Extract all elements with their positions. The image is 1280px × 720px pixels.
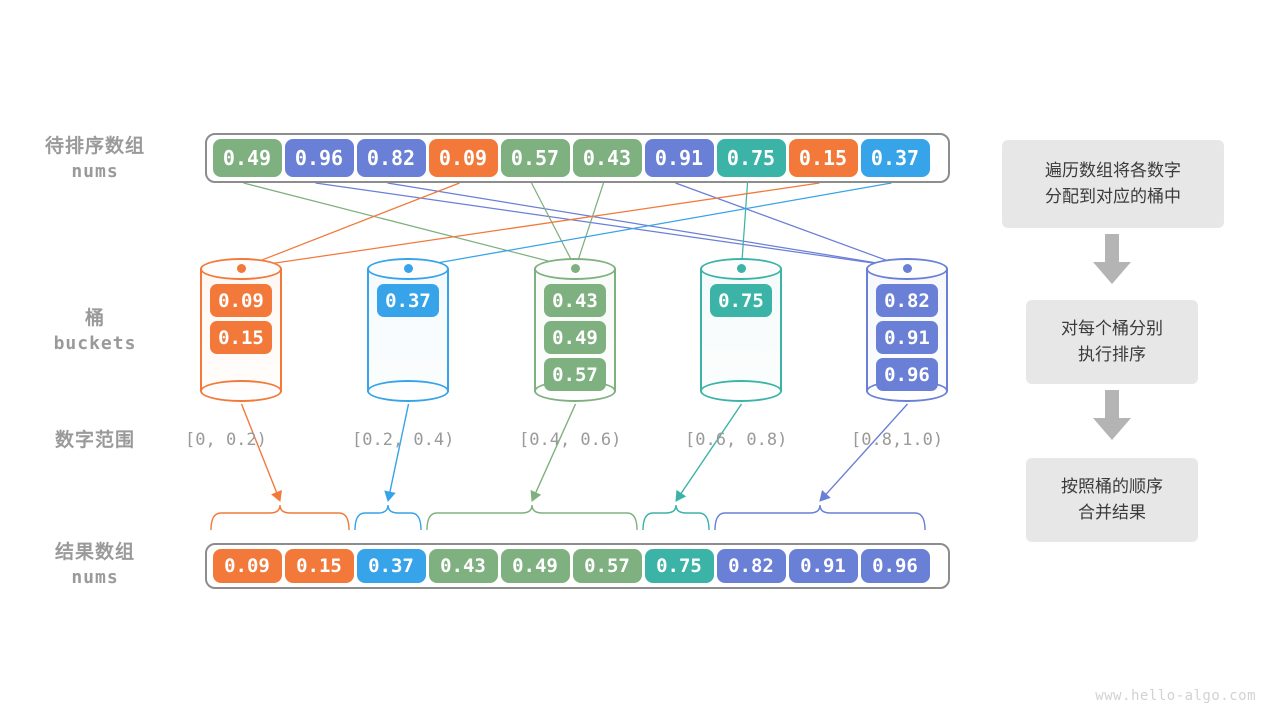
bucket-bottom-ellipse [367, 380, 449, 402]
result-arrow-head [675, 489, 687, 502]
bucket-anchor-dot [571, 264, 580, 273]
label-buckets-en: buckets [53, 332, 137, 354]
bucket-3: 0.43 0.49 0.57 [534, 258, 616, 402]
flow-step-3: 按照桶的顺序合并结果 [1026, 458, 1198, 542]
flow-step-line2: 执行排序 [1078, 345, 1146, 364]
label-result-array-cn: 结果数组 [54, 542, 135, 563]
input-array-cell: 0.37 [860, 139, 930, 177]
bucket-bottom-ellipse [200, 380, 282, 402]
label-number-range: 数字范围 [10, 428, 180, 454]
result-array-cell: 0.37 [356, 549, 426, 583]
bucket-anchor-dot [404, 264, 413, 273]
bucket-item: 0.15 [210, 321, 272, 354]
input-array-cell: 0.75 [716, 139, 786, 177]
bucket-items: 0.75 [700, 284, 782, 317]
result-arrow-head [530, 489, 542, 502]
range-label-3: [0.4, 0.6) [519, 430, 622, 450]
flow-step-line2: 分配到对应的桶中 [1045, 187, 1181, 206]
bucket-items: 0.09 0.15 [200, 284, 282, 354]
range-label-4: [0.6, 0.8) [685, 430, 788, 450]
bucket-items: 0.37 [367, 284, 449, 317]
watermark: www.hello-algo.com [1095, 688, 1256, 704]
result-array-cell: 0.75 [644, 549, 714, 583]
flow-step-1: 遍历数组将各数字分配到对应的桶中 [1002, 140, 1224, 228]
label-input-array-cn: 待排序数组 [44, 136, 145, 157]
input-array-cell: 0.09 [428, 139, 498, 177]
bucket-anchor-dot [237, 264, 246, 273]
result-array-cell: 0.09 [212, 549, 282, 583]
result-brace-2 [354, 504, 422, 531]
wire-cell-to-bucket [241, 182, 820, 269]
wire-cell-to-bucket [530, 182, 577, 269]
result-array-cell: 0.49 [500, 549, 570, 583]
wire-cell-to-bucket [243, 182, 576, 269]
label-input-array-en: nums [71, 160, 119, 182]
result-brace-5 [714, 504, 926, 531]
wire-cell-to-bucket [740, 182, 749, 269]
label-buckets-cn: 桶 [84, 308, 105, 329]
input-array-cell: 0.57 [500, 139, 570, 177]
bucket-anchor-dot [737, 264, 746, 273]
flow-arrow-down-icon [1089, 390, 1135, 442]
bucket-anchor-dot [903, 264, 912, 273]
input-array-cell: 0.82 [356, 139, 426, 177]
bucket-item: 0.43 [544, 284, 606, 317]
result-array-cell: 0.15 [284, 549, 354, 583]
bucket-bottom-ellipse [700, 380, 782, 402]
wire-cell-to-bucket [387, 182, 908, 269]
bucket-items: 0.43 0.49 0.57 [534, 284, 616, 391]
input-array-cell: 0.91 [644, 139, 714, 177]
result-array-cell: 0.91 [788, 549, 858, 583]
range-label-2: [0.2, 0.4) [352, 430, 455, 450]
bucket-item: 0.82 [876, 284, 938, 317]
input-array-cell: 0.43 [572, 139, 642, 177]
bucket-1: 0.09 0.15 [200, 258, 282, 402]
result-arrow-head [271, 490, 282, 502]
result-arrow-head [384, 490, 396, 503]
label-result-array: 结果数组 nums [10, 540, 180, 590]
wire-cell-to-bucket [241, 182, 460, 269]
result-brace-3 [426, 504, 638, 531]
input-array-cell: 0.15 [788, 139, 858, 177]
bucket-item: 0.75 [710, 284, 772, 317]
wire-cell-to-bucket [408, 182, 892, 269]
bucket-items: 0.82 0.91 0.96 [866, 284, 948, 391]
result-array-cell: 0.82 [716, 549, 786, 583]
bucket-item: 0.91 [876, 321, 938, 354]
result-array-cell: 0.57 [572, 549, 642, 583]
result-array-cell: 0.43 [428, 549, 498, 583]
flow-step-line2: 合并结果 [1078, 503, 1146, 522]
result-brace-4 [642, 504, 710, 531]
result-array-cell: 0.96 [860, 549, 930, 583]
bucket-2: 0.37 [367, 258, 449, 402]
flow-arrow-down-icon [1089, 234, 1135, 286]
bucket-item: 0.49 [544, 321, 606, 354]
flow-step-line1: 按照桶的顺序 [1061, 476, 1163, 496]
label-number-range-cn: 数字范围 [54, 430, 135, 451]
bucket-item: 0.09 [210, 284, 272, 317]
flow-step-2: 对每个桶分别执行排序 [1026, 300, 1198, 384]
label-buckets: 桶 buckets [10, 306, 180, 356]
bucket-item: 0.37 [377, 284, 439, 317]
result-brace-1 [210, 504, 350, 531]
input-array-cell: 0.49 [212, 139, 282, 177]
flow-step-line1: 遍历数组将各数字 [1045, 160, 1181, 180]
bucket-item: 0.96 [876, 358, 938, 391]
wire-cell-to-bucket [574, 182, 605, 269]
bucket-item: 0.57 [544, 358, 606, 391]
bucket-4: 0.75 [700, 258, 782, 402]
label-result-array-en: nums [71, 566, 119, 588]
range-label-5: [0.8,1.0) [851, 430, 944, 450]
wire-cell-to-bucket [675, 182, 908, 269]
result-arrow-head [819, 490, 831, 502]
wire-cell-to-bucket [315, 182, 908, 269]
bucket-5: 0.82 0.91 0.96 [866, 258, 948, 402]
input-array-cell: 0.96 [284, 139, 354, 177]
flow-step-line1: 对每个桶分别 [1061, 318, 1163, 338]
range-label-1: [0, 0.2) [185, 430, 267, 450]
label-input-array: 待排序数组 nums [10, 134, 180, 184]
